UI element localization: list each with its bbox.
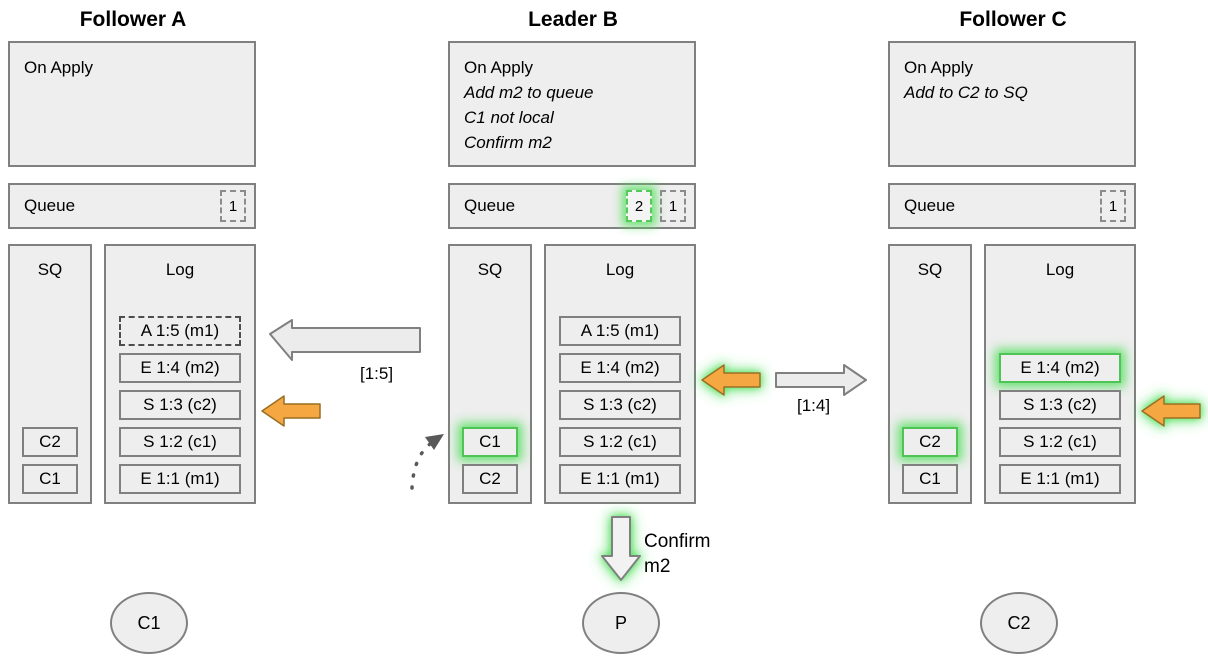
sq-entry: C1 xyxy=(22,464,78,494)
queue-slots-follower-a: 1 xyxy=(220,190,246,222)
queue-slots-leader-b: 2 1 xyxy=(626,190,686,222)
sq-entry: C2 xyxy=(902,427,958,457)
on-apply-line: Confirm m2 xyxy=(464,133,552,152)
log-entry: S 1:2 (c1) xyxy=(119,427,241,457)
queue-slot: 1 xyxy=(1100,190,1126,222)
node-ellipse-follower-c: C2 xyxy=(980,592,1058,654)
sq-insert-pointer xyxy=(410,434,444,490)
on-apply-line: C1 not local xyxy=(464,108,554,127)
node-ellipse-follower-a: C1 xyxy=(110,592,188,654)
replicate-label-b-to-c: [1:4] xyxy=(797,396,831,415)
sq-entries-follower-a: C2 C1 xyxy=(10,427,90,494)
on-apply-box-leader-b: On Apply Add m2 to queue C1 not local Co… xyxy=(448,41,696,167)
on-apply-line: On Apply xyxy=(464,58,533,77)
log-entry: E 1:4 (m2) xyxy=(999,353,1121,383)
replicate-label-b-to-a: [1:5] xyxy=(360,364,394,383)
sq-title: SQ xyxy=(37,260,63,279)
confirm-label-line-2: m2 xyxy=(644,556,671,577)
log-entries-follower-c: E 1:4 (m2) S 1:3 (c2) S 1:2 (c1) E 1:1 (… xyxy=(986,353,1134,494)
log-entry: E 1:4 (m2) xyxy=(559,353,681,383)
column-title-leader-b: Leader B xyxy=(528,8,618,31)
sq-entry: C2 xyxy=(462,464,518,494)
confirm-arrow-leader-b xyxy=(601,516,641,581)
sq-box-leader-b: SQ C1 C2 xyxy=(448,244,532,504)
on-apply-box-follower-a: On Apply xyxy=(8,41,256,167)
apply-arrow-follower-c xyxy=(1141,395,1201,427)
queue-label: Queue xyxy=(464,196,516,215)
on-apply-line: Add to C2 to SQ xyxy=(904,83,1028,102)
log-box-follower-a: Log A 1:5 (m1) E 1:4 (m2) S 1:3 (c2) S 1… xyxy=(104,244,256,504)
log-entry: E 1:1 (m1) xyxy=(999,464,1121,494)
log-entry: E 1:4 (m2) xyxy=(119,353,241,383)
log-entry: S 1:2 (c1) xyxy=(999,427,1121,457)
queue-slot: 1 xyxy=(660,190,686,222)
replicate-arrow-b-to-c xyxy=(775,364,867,396)
queue-box-leader-b: Queue 2 1 xyxy=(448,183,696,229)
log-entry: S 1:3 (c2) xyxy=(119,390,241,420)
node-ellipse-leader-b: P xyxy=(582,592,660,654)
queue-label: Queue xyxy=(24,196,76,215)
sq-title: SQ xyxy=(477,260,503,279)
queue-box-follower-a: Queue 1 xyxy=(8,183,256,229)
replicate-arrow-b-to-a xyxy=(269,319,421,361)
on-apply-line: On Apply xyxy=(24,58,93,77)
apply-arrow-follower-a xyxy=(261,395,321,427)
column-title-follower-a: Follower A xyxy=(79,8,187,31)
sq-box-follower-c: SQ C2 C1 xyxy=(888,244,972,504)
apply-arrow-leader-b xyxy=(701,364,761,396)
log-entries-leader-b: A 1:5 (m1) E 1:4 (m2) S 1:3 (c2) S 1:2 (… xyxy=(546,316,694,494)
queue-slot: 1 xyxy=(220,190,246,222)
log-entry: S 1:3 (c2) xyxy=(999,390,1121,420)
sq-entry: C2 xyxy=(22,427,78,457)
sq-entries-leader-b: C1 C2 xyxy=(450,427,530,494)
sq-entries-follower-c: C2 C1 xyxy=(890,427,970,494)
sq-title: SQ xyxy=(917,260,943,279)
sq-box-follower-a: SQ C2 C1 xyxy=(8,244,92,504)
sq-entry: C1 xyxy=(902,464,958,494)
log-entry: E 1:1 (m1) xyxy=(559,464,681,494)
confirm-label: Confirm m2 xyxy=(644,529,711,579)
sq-entry: C1 xyxy=(462,427,518,457)
queue-box-follower-c: Queue 1 xyxy=(888,183,1136,229)
log-title: Log xyxy=(1045,260,1075,279)
on-apply-line: On Apply xyxy=(904,58,973,77)
log-entry: E 1:1 (m1) xyxy=(119,464,241,494)
log-box-leader-b: Log A 1:5 (m1) E 1:4 (m2) S 1:3 (c2) S 1… xyxy=(544,244,696,504)
confirm-label-line-1: Confirm xyxy=(644,531,711,552)
log-entry: A 1:5 (m1) xyxy=(559,316,681,346)
log-entry: S 1:3 (c2) xyxy=(559,390,681,420)
queue-slot: 2 xyxy=(626,190,652,222)
on-apply-box-follower-c: On Apply Add to C2 to SQ xyxy=(888,41,1136,167)
queue-label: Queue xyxy=(904,196,956,215)
log-title: Log xyxy=(605,260,635,279)
log-title: Log xyxy=(165,260,195,279)
column-title-follower-c: Follower C xyxy=(959,8,1067,31)
on-apply-line: Add m2 to queue xyxy=(464,83,594,102)
log-entry: A 1:5 (m1) xyxy=(119,316,241,346)
log-entry: S 1:2 (c1) xyxy=(559,427,681,457)
log-box-follower-c: Log E 1:4 (m2) S 1:3 (c2) S 1:2 (c1) E 1… xyxy=(984,244,1136,504)
queue-slots-follower-c: 1 xyxy=(1100,190,1126,222)
log-entries-follower-a: A 1:5 (m1) E 1:4 (m2) S 1:3 (c2) S 1:2 (… xyxy=(106,316,254,494)
